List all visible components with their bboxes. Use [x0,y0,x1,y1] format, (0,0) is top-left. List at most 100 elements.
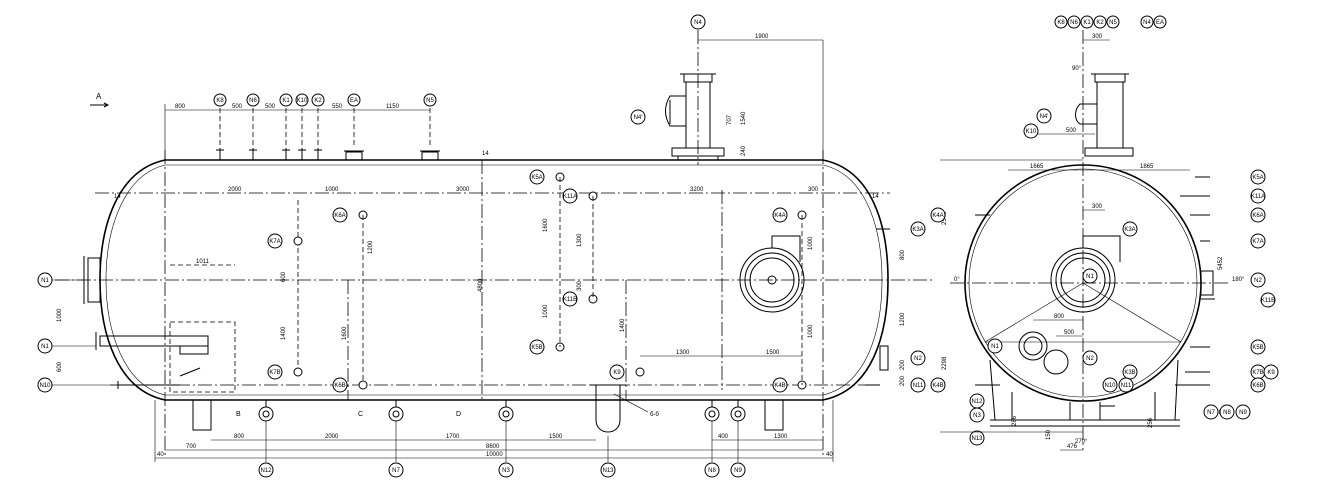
dim-1000d: 1000 [808,324,814,338]
end-dim-476: 476 [1067,444,1078,450]
view-marker-A: A [96,92,102,101]
end-tag-K11B: K11B [1261,298,1275,304]
tag-K9: K9 [613,370,621,376]
tag-N7: N7 [392,468,400,474]
dim-4800: 4800 [478,278,484,292]
dim-1150: 1150 [386,104,400,110]
tag-K5A: K5A [531,175,542,181]
dim-500a: 500 [232,104,243,110]
dim-200a: 200 [900,359,906,370]
end-tag-N3: N3 [973,413,981,419]
end-tag-K7B: K7B [1252,370,1263,376]
end-tag-N8: N8 [1223,410,1231,416]
dim-550: 550 [332,104,343,110]
dim-1300b: 1300 [774,434,788,440]
dim-14-left: 14 [114,194,121,200]
tag-K4B: K4B [774,383,785,389]
end-tag-K7A: K7A [1252,239,1263,245]
dim-1540: 1540 [741,111,747,125]
dim-2000b: 2000 [325,434,339,440]
tag-N1b: N1 [41,344,49,350]
dim-300: 300 [808,187,819,193]
end-tag-N10: N10 [1104,383,1116,389]
dim-1400: 1400 [281,326,287,340]
end-tag-K5B: K5B [1252,345,1263,351]
dim-1600b: 1600 [543,218,549,232]
tag-N10-front: N10 [39,383,51,389]
end-dim-300top: 300 [1092,34,1103,40]
bottom-nozzles: B C D б-б [192,384,784,433]
section-BB: б-б [650,412,659,418]
tag-K11B: K11B [563,297,577,303]
end-tag-K4B: K4B [932,383,943,389]
top-tags: K8 N6 K1 K10 K2 EA N5 [213,93,437,107]
end-right-tags: K5A K11A K6A K7A N2 K11B K5B K7B K9 K6B … [1175,169,1279,420]
end-dim-286: 286 [1012,415,1018,426]
dim-500b: 500 [265,104,276,110]
dim-1300: 1300 [676,350,690,356]
tag-K3A: K3A [912,227,923,233]
angle-90: 90° [1072,66,1082,72]
end-tag-K3B: K3B [1124,370,1135,376]
end-saddle: 476 286 150 256 [940,159,1180,451]
dome-nozzle-N4: N4 N4' 1900 707 1540 240 [630,14,823,165]
end-tag-K8: K8 [1057,20,1065,26]
end-tag-K4A: K4A [932,213,943,219]
tag-K4A: K4A [774,213,785,219]
tag-N9: N9 [734,468,742,474]
tag-K11A: K11A [563,194,577,200]
end-tag-K9: K9 [1267,370,1275,376]
dim-3000: 3000 [456,187,470,193]
section-D: D [456,411,461,418]
tag-K5B: K5B [531,345,542,351]
end-tag-N5: N5 [1109,20,1117,26]
end-tag-N11: N11 [1121,383,1132,389]
end-dim-500: 500 [1064,330,1075,336]
dim-14: 14 [482,151,489,157]
end-tag-N1: N1 [991,344,999,350]
end-tag-N2b: N2 [1086,356,1094,362]
tag-N13: N13 [602,468,614,474]
dim-1000c: 1000 [808,236,814,250]
dim-14-right: 14 [872,194,879,200]
end-tag-N12: N12 [971,399,983,405]
left-nozzles: N1 N1 N10 1000 600 1011 [37,256,236,393]
end-dim-1665: 1665 [1030,164,1044,170]
end-tag-K11A: K11A [1251,194,1265,200]
end-dim-150: 150 [1046,429,1052,440]
dim-1500: 1500 [766,350,780,356]
dim-1300v: 1300 [577,233,583,247]
tag-N8: N8 [708,468,716,474]
dim-1200: 1200 [368,240,374,254]
dim-8600: 8600 [486,444,500,450]
end-dim-800: 800 [1054,314,1065,320]
dim-1000: 1000 [325,187,339,193]
end-tag-N6: N6 [1070,20,1078,26]
tag-N5: N5 [426,98,434,104]
dim-3200: 3200 [690,187,704,193]
dim-1900: 1900 [755,34,769,40]
dim-800b: 800 [234,434,245,440]
end-tag-K5A: K5A [1252,175,1263,181]
dim-600: 600 [57,361,63,372]
dim-300v: 300 [577,280,583,291]
end-tag-EA: EA [1156,20,1164,26]
tag-K6B: K6B [334,383,345,389]
section-C: C [358,411,363,418]
tag-N2-front: N2 [914,356,922,362]
dim-1500b: 1500 [549,434,563,440]
end-tag-K2: K2 [1096,20,1104,26]
angle-180: 180° [1232,277,1245,283]
end-tag-K10: K10 [1026,129,1037,135]
dim-240: 240 [741,145,747,156]
end-tag-N7N8N9: N7 N8 N9 [1205,410,1232,416]
front-view: 800 500 500 550 1150 14 14 14 2000 1000 … [37,14,935,478]
internal-tags: K7A K7B K6A K6B K5A K5B K11A K11B K9 K4A… [267,169,926,393]
end-dim-5452: 5452 [1218,256,1224,270]
tag-K7A: K7A [269,239,280,245]
end-tag-K6B: K6B [1252,383,1263,389]
angle-0: 0° [954,277,960,283]
dim-1000b: 1000 [543,304,549,318]
end-tag-N13: N13 [971,436,983,442]
